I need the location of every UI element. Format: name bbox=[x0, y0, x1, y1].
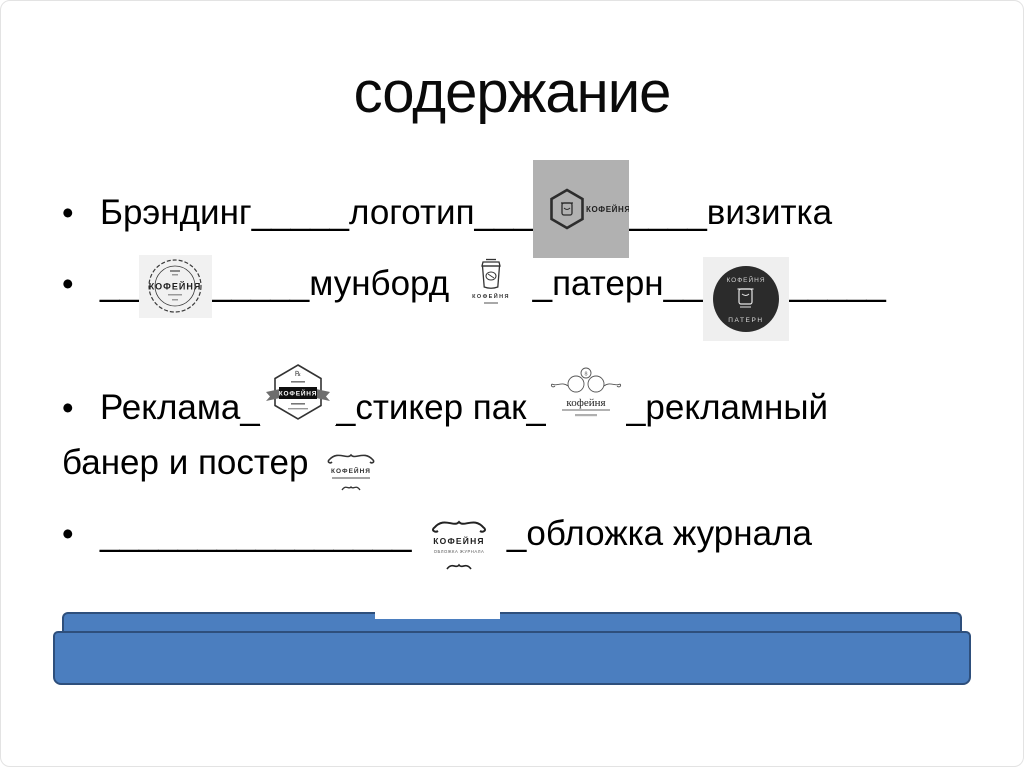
coffeeshop-magazine-logo-icon: КОФЕЙНЯ ОБЛОЖКА ЖУРНАЛА bbox=[421, 510, 498, 585]
podium-base bbox=[53, 631, 971, 685]
podium-top-shelf bbox=[62, 612, 962, 635]
bullet-item-advertising: •Реклама_ ℞ КОФЕЙНЯ _стикер пак_ 8 к bbox=[62, 358, 962, 500]
coffeeshop-pattern-logo-icon: КОФЕЙНЯ ПАТЕРН bbox=[702, 256, 789, 341]
logo-brand-text: КОФЕЙНЯ bbox=[331, 466, 371, 475]
coffeeshop-vintage-logo-icon: 8 кофейня bbox=[545, 360, 626, 431]
bullet-dot: • bbox=[62, 389, 74, 426]
bullet3-text-1: Реклама_ bbox=[100, 388, 260, 427]
bullet3-text-4: банер и постер bbox=[62, 443, 319, 482]
coffeeshop-ribbon-badge-logo-icon: ℞ КОФЕЙНЯ bbox=[259, 358, 336, 425]
coffeeshop-stamp-logo-icon: КОФЕЙНЯ bbox=[138, 255, 212, 319]
bullet-item-moodboard-pattern: • __ КОФЕЙНЯ _____мунборд КОФЕЙНЯ _патерн… bbox=[62, 251, 962, 341]
bullet4-text-right: _обложка журнала bbox=[497, 514, 812, 553]
svg-text:℞: ℞ bbox=[295, 370, 301, 378]
coffeeshop-hexagon-logo-icon: КОФЕЙНЯ bbox=[532, 159, 629, 258]
bullet3-text-2: _стикер пак_ bbox=[335, 388, 546, 427]
logo-brand-text: КОФЕЙНЯ bbox=[472, 292, 510, 300]
bullet-item-branding: • Брэндинг_____логотип___ КОФЕЙНЯ ____виз… bbox=[62, 159, 962, 258]
bullet-dot: • bbox=[62, 194, 74, 231]
bullet3-line1: •Реклама_ ℞ КОФЕЙНЯ _стикер пак_ 8 к bbox=[62, 358, 962, 435]
logo-brand-text: КОФЕЙНЯ bbox=[726, 275, 765, 284]
logo-brand-text: КОФЕЙНЯ bbox=[149, 281, 202, 292]
logo-brand-text: кофейня bbox=[566, 397, 605, 409]
page-title: содержание bbox=[353, 60, 672, 125]
bullet-dot: • bbox=[62, 265, 74, 302]
bullet2-text-3: _патерн__ bbox=[522, 264, 703, 303]
logo-pattern-label: ПАТЕРН bbox=[728, 317, 763, 324]
bullet3-line2: банер и постер КОФЕЙНЯ bbox=[62, 435, 962, 500]
logo-magazine-label: ОБЛОЖКА ЖУРНАЛА bbox=[434, 549, 485, 554]
logo-brand-text: КОФЕЙНЯ bbox=[586, 205, 629, 214]
svg-text:8: 8 bbox=[584, 371, 587, 377]
bullet2-text-2: _____мунборд bbox=[211, 264, 459, 303]
bullet-dot: • bbox=[62, 515, 74, 552]
bullet2-text-4: _____ bbox=[788, 264, 886, 303]
bullet1-text-right: ____визитка bbox=[628, 193, 833, 232]
bullet2-text-1: __ bbox=[100, 264, 139, 303]
bullet1-text-left: Брэндинг_____логотип___ bbox=[100, 193, 533, 232]
logo-brand-text: КОФЕЙНЯ bbox=[279, 388, 318, 397]
bullet-item-magazine-cover: • ________________ КОФЕЙНЯ ОБЛОЖКА ЖУРНАЛ… bbox=[62, 506, 962, 585]
logo-brand-text: КОФЕЙНЯ bbox=[433, 535, 484, 546]
coffee-cup-logo-icon: КОФЕЙНЯ bbox=[458, 251, 523, 316]
podium-notch bbox=[375, 609, 500, 619]
bullet4-text-left: ________________ bbox=[100, 514, 422, 553]
bullet3-text-3: _рекламный bbox=[625, 388, 829, 427]
coffeeshop-banner-logo-icon: КОФЕЙНЯ bbox=[318, 445, 385, 500]
